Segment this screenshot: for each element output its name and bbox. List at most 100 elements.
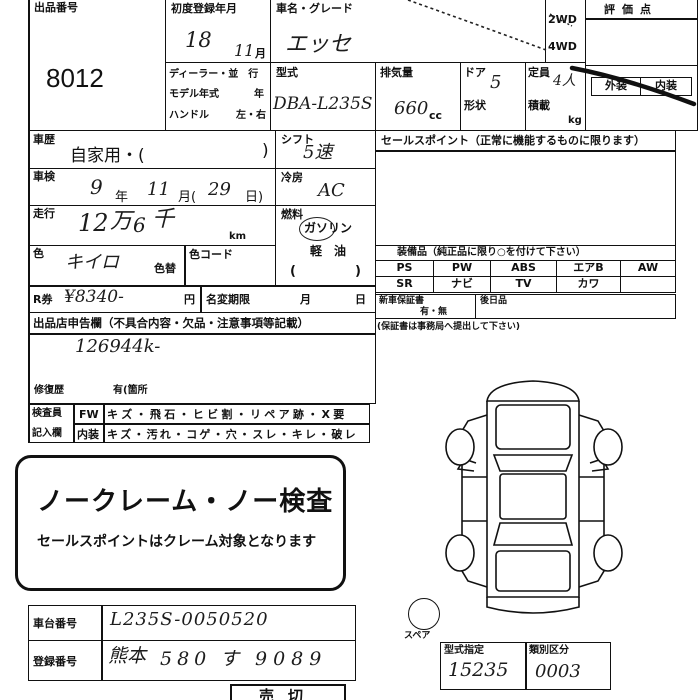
name-change-label: 名変期限 — [206, 293, 250, 306]
inspector-label-bottom: 記入欄 — [32, 428, 62, 439]
exterior-label: 外装 — [605, 79, 627, 92]
model-type-value: DBA-L235S — [273, 94, 373, 114]
listing-number-value: 8012 — [46, 63, 104, 93]
inspection-day-unit: 日) — [245, 190, 264, 205]
right-side-panel — [578, 414, 605, 588]
history-row — [28, 130, 276, 169]
registration-kana: す — [220, 648, 240, 670]
recycle-value: ¥8340- — [64, 287, 124, 307]
drive-2wd-option: 2WD — [548, 13, 577, 26]
later-items-label: 後日品 — [480, 296, 508, 306]
equipment-blank — [620, 276, 676, 293]
sales-point-label: セールスポイント（正常に機能するものに限ります） — [381, 134, 645, 147]
warranty-options: 有・無 — [420, 307, 448, 317]
displacement-value: 660 — [394, 98, 429, 119]
shift-label: シフト — [281, 133, 314, 146]
type-designation-value: 15235 — [448, 659, 509, 681]
equipment-sr: SR — [375, 276, 434, 293]
first-registration-year: 18 — [185, 28, 212, 52]
inspector-items-fw: キズ・飛石・ヒビ割・リペア跡・X要 — [107, 408, 348, 421]
handle-label: ハンドル — [169, 110, 209, 121]
interior-label: 内装 — [655, 79, 677, 92]
air-conditioning-value: AC — [318, 180, 345, 201]
equipment-tv: TV — [490, 276, 557, 293]
scribble-dotted-line — [407, 0, 547, 51]
inspection-day: 29 — [208, 179, 231, 200]
inspection-year-unit: 年 — [115, 190, 129, 205]
name-change-day: 日 — [355, 293, 366, 306]
sale-type-label: 売切 — [258, 687, 317, 700]
recycle-divider — [200, 286, 202, 313]
color-code-divider — [184, 245, 186, 286]
right-front-wheel — [593, 428, 623, 466]
first-registration-month-unit: 月 — [255, 47, 266, 60]
history-close-paren: ) — [262, 141, 269, 161]
load-label: 積載 — [528, 99, 550, 112]
fuel-other-open: ( — [290, 264, 296, 279]
mileage-label: 走行 — [33, 207, 55, 220]
inspector-label-divider — [73, 404, 75, 443]
chassis-value: L235S-0050520 — [110, 609, 269, 630]
equipment-label: 装備品（純正品に限り○を付けて下さい） — [397, 247, 586, 258]
repair-history-label: 修復歴 — [34, 385, 64, 396]
windshield — [492, 454, 574, 472]
load-unit: kg — [568, 115, 582, 126]
repair-history-value: 有(箇所 — [113, 385, 148, 396]
registration-region: 熊本 — [108, 645, 147, 667]
pen-scribble — [407, 0, 697, 107]
doors-label: ドア — [464, 66, 486, 79]
color-code-label: 色コード — [189, 248, 233, 261]
equipment-ps: PS — [375, 260, 434, 277]
vehicle-damage-diagram — [445, 380, 623, 614]
left-rear-wheel — [445, 534, 475, 572]
inspector-label-top: 検査員 — [32, 408, 62, 419]
mileage-sen-value: 6 — [133, 213, 146, 237]
no-claim-note: セールスポイントはクレーム対象となります — [37, 534, 317, 550]
sales-point-header-divider — [375, 150, 676, 152]
left-side-panel — [461, 414, 488, 588]
left-front-wheel — [445, 428, 475, 466]
dealer-label: ディーラー・並 行 — [169, 69, 259, 80]
body-outline — [486, 401, 580, 598]
front-bumper — [486, 380, 580, 402]
car-name-value: エッセ — [285, 32, 352, 57]
gasoline-circle-mark — [299, 217, 335, 241]
displacement-unit: cc — [429, 109, 443, 122]
color-change-label: 色替 — [154, 262, 176, 275]
model-year-label: モデル年式 — [169, 89, 219, 100]
right-rear-wheel — [593, 534, 623, 572]
sale-type-box: 売切 — [230, 684, 346, 700]
equipment-abs: ABS — [490, 260, 557, 277]
no-claim-box — [15, 455, 346, 591]
color-label: 色 — [33, 247, 44, 260]
model-type-label: 型式 — [276, 66, 298, 79]
registration-class-number: 580 — [160, 648, 212, 670]
recycle-unit: 円 — [184, 293, 195, 306]
rear-bumper — [486, 597, 580, 614]
drive-4wd-option: 4WD — [548, 40, 577, 53]
first-registration-label: 初度登録年月 — [171, 2, 237, 15]
handle-options: 左・右 — [236, 110, 266, 121]
inspector-items-interior: キズ・汚れ・コゲ・穴・スレ・キレ・破レ — [107, 428, 358, 441]
body-shape-label: 形状 — [464, 99, 486, 112]
registration-number: 9089 — [255, 648, 328, 670]
car-name-label: 車名・グレード — [276, 2, 353, 15]
inspector-part-interior: 内装 — [77, 428, 99, 441]
fuel-other-close: ) — [355, 264, 361, 279]
spare-tire-circle — [408, 598, 440, 630]
back-door-panel — [495, 550, 571, 592]
class-category-value: 0003 — [535, 661, 581, 682]
chassis-label-divider — [101, 605, 103, 681]
rear-window — [492, 522, 574, 546]
declaration-header-divider — [28, 333, 376, 335]
type-designation-label: 型式指定 — [444, 645, 484, 656]
mileage-sen-unit: 千 — [152, 207, 175, 232]
no-claim-title: ノークレーム・ノー検査 — [37, 487, 334, 517]
first-registration-month: 11 — [234, 41, 255, 60]
scribble-dash-mark — [549, 13, 573, 27]
inspection-year: 9 — [90, 175, 103, 199]
inspector-part-divider — [103, 404, 105, 443]
capacity-label: 定員 — [528, 66, 550, 79]
recycle-label: R券 — [33, 293, 53, 306]
inspection-month: 11 — [147, 179, 170, 200]
